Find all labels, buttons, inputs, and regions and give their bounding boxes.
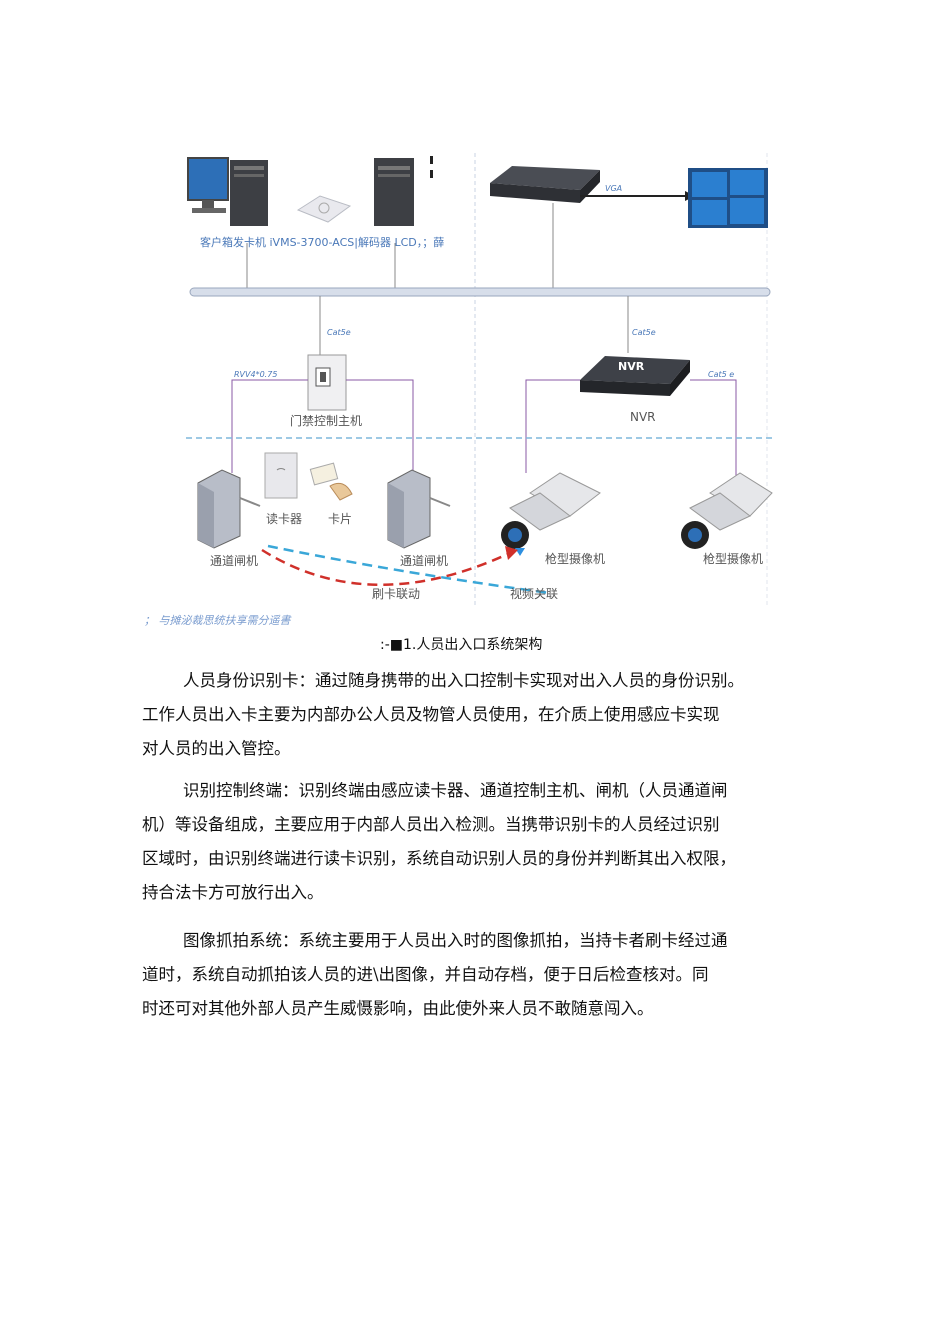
cable-left-label: RVV4*0.75 [234, 370, 278, 379]
paragraph-line: 区域时，由识别终端进行读卡识别，系统自动识别人员的身份并判断其出入权限， [142, 849, 736, 868]
gate-left-icon [197, 469, 261, 549]
vga-label: VGA [605, 184, 623, 193]
card-reader-label: 读卡器 [266, 512, 303, 526]
gate-right-icon [387, 469, 451, 549]
nvr-label: NVR [630, 410, 656, 424]
nvr-icon [580, 356, 690, 396]
paragraph-control-terminal: 识别控制终端：识别终端由感应读卡器、通道控制主机、闸机（人员通道闸 机）等设备组… [142, 774, 832, 910]
paragraph-image-capture: 图像抓拍系统：系统主要用于人员出入时的图像抓拍，当持卡者刷卡经过通 道时，系统自… [142, 924, 832, 1026]
card-reader-icon [264, 452, 298, 499]
gate-right-label: 通道闸机 [400, 554, 449, 568]
door-controller-label: 门禁控制主机 [290, 414, 363, 428]
paragraph-line: 人员身份识别卡：通过随身携带的出入口控制卡实现对出入人员的身份识别。 [183, 671, 744, 690]
figure-caption: :-■1.人员出入口系统架构 [380, 637, 543, 653]
paragraph-line: 对人员的出入管控。 [142, 739, 291, 758]
paragraph-line: 持合法卡方可放行出入。 [142, 883, 324, 902]
video-wall-icon [688, 168, 768, 228]
camera-left-icon [501, 472, 601, 549]
decoder-icon [490, 166, 600, 203]
gate-left-label: 通道闸机 [210, 554, 259, 568]
client-pc-icon [187, 157, 268, 226]
video-link-label: 视频关联 [510, 587, 559, 601]
cat5e-right-label: Cat5e [632, 328, 656, 337]
camera-trigger-marker [515, 548, 525, 556]
network-bus [189, 287, 771, 297]
video-link-curve [267, 544, 551, 595]
camera-right-icon [681, 472, 773, 549]
camera-right-label: 枪型摄像机 [703, 552, 764, 566]
paragraph-id-card: 人员身份识别卡：通过随身携带的出入口控制卡实现对出入人员的身份识别。 工作人员出… [142, 664, 832, 766]
paragraph-line: 工作人员出入卡主要为内部办公人员及物管人员使用，在介质上使用感应卡实现 [142, 705, 720, 724]
door-controller-icon [307, 354, 347, 411]
diagram-graphics [186, 153, 773, 608]
diagram-note: ； 与摊泌裁思统扶享需分遥書 [144, 614, 291, 627]
top-row-labels: 客户箱发卡机 iVMS-3700-ACS|解码器 LCD，；薛 [200, 236, 445, 249]
camera-left-label: 枪型摄像机 [545, 552, 606, 566]
card-issuer-icon [296, 195, 352, 223]
paragraph-line: 图像抓拍系统：系统主要用于人员出入时的图像抓拍，当持卡者刷卡经过通 [183, 931, 728, 950]
swipe-link-arrow [505, 546, 518, 560]
paragraph-line: 机）等设备组成，主要应用于内部人员出入检测。当携带识别卡的人员经过识别 [142, 815, 720, 834]
system-architecture-diagram: 客户箱发卡机 iVMS-3700-ACS|解码器 LCD，；薛 VGA Cat5… [140, 148, 780, 633]
card-icon [309, 462, 353, 501]
paragraph-line: 时还可对其他外部人员产生威慑影响，由此使外来人员不敢随意闯入。 [142, 999, 654, 1018]
card-label: 卡片 [328, 512, 353, 526]
swipe-link-label: 刷卡联动 [372, 587, 421, 601]
nvr-box-label: NVR [618, 360, 645, 373]
paragraph-line: 识别控制终端：识别终端由感应读卡器、通道控制主机、闸机（人员通道闸 [183, 781, 728, 800]
server-icon [374, 156, 433, 226]
cat5e-left-label: Cat5e [327, 328, 351, 337]
cable-right-label: Cat5 e [708, 370, 735, 379]
paragraph-line: 道时，系统自动抓拍该人员的进\出图像，并自动存档，便于日后检查核对。同 [142, 965, 709, 984]
